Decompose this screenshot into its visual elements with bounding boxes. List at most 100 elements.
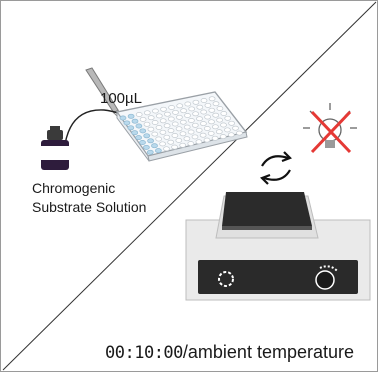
empty-well <box>163 134 171 140</box>
filled-well <box>135 123 143 129</box>
empty-well <box>175 126 183 132</box>
empty-well <box>171 133 179 138</box>
empty-well <box>155 136 163 142</box>
bottle-icon <box>41 126 69 170</box>
empty-well <box>236 130 243 136</box>
incubation-caption: 00:10:00/ambient temperature <box>105 342 354 363</box>
empty-well <box>147 115 155 121</box>
empty-well <box>155 113 163 119</box>
empty-well <box>163 146 170 152</box>
filled-well <box>139 140 146 145</box>
filled-well <box>146 149 154 155</box>
empty-well <box>180 108 187 114</box>
empty-well <box>212 124 219 130</box>
empty-well <box>187 129 195 135</box>
filled-well <box>151 143 158 149</box>
empty-well <box>168 105 175 110</box>
incubation-time: 00:10:00 <box>105 343 183 363</box>
empty-well <box>187 141 195 147</box>
empty-well <box>191 134 199 140</box>
empty-well <box>167 128 175 134</box>
empty-well <box>160 106 167 112</box>
empty-well <box>216 106 224 111</box>
empty-well <box>211 135 219 141</box>
empty-well <box>151 131 159 137</box>
incubation-condition: /ambient temperature <box>182 342 354 362</box>
empty-well <box>176 103 184 109</box>
empty-well <box>183 124 191 130</box>
empty-well <box>171 121 179 127</box>
empty-well <box>152 108 159 114</box>
empty-well <box>143 110 151 116</box>
empty-well <box>171 144 178 150</box>
empty-well <box>184 113 191 118</box>
filled-well <box>127 113 135 119</box>
volume-label: 100µL <box>100 90 143 107</box>
empty-well <box>220 122 227 128</box>
filled-well <box>143 144 150 150</box>
empty-well <box>176 114 183 120</box>
empty-well <box>196 104 204 110</box>
filled-well <box>135 135 142 141</box>
empty-well <box>200 121 207 127</box>
empty-well <box>155 125 163 130</box>
reagent-label-line-2: Substrate Solution <box>32 199 147 215</box>
plate-shaker-icon <box>185 192 371 301</box>
empty-well <box>175 137 183 143</box>
empty-well <box>208 96 216 102</box>
empty-well <box>203 137 211 143</box>
filled-well <box>119 115 127 121</box>
empty-well <box>163 123 171 129</box>
empty-well <box>200 98 208 103</box>
empty-well <box>167 116 175 122</box>
empty-well <box>159 141 166 147</box>
empty-well <box>224 127 231 133</box>
filled-well <box>143 133 151 139</box>
filled-well <box>131 118 139 124</box>
empty-well <box>172 109 179 115</box>
empty-well <box>184 101 192 107</box>
filled-well <box>123 120 131 126</box>
no-light-icon <box>303 103 357 154</box>
empty-well <box>191 122 199 128</box>
empty-well <box>192 99 200 105</box>
empty-well <box>208 119 215 125</box>
empty-well <box>188 118 195 123</box>
empty-well <box>183 136 191 142</box>
empty-well <box>215 129 223 135</box>
empty-well <box>212 112 220 118</box>
empty-well <box>220 111 228 116</box>
empty-well <box>204 102 212 108</box>
empty-well <box>228 120 235 126</box>
empty-well <box>179 131 187 137</box>
filled-well <box>147 138 154 144</box>
empty-well <box>188 106 196 112</box>
empty-well <box>147 126 155 132</box>
empty-well <box>164 111 171 117</box>
empty-well <box>159 118 167 124</box>
microplate-icon <box>115 91 248 162</box>
empty-well <box>192 111 199 117</box>
empty-well <box>232 125 239 131</box>
rotate-icon <box>260 151 292 185</box>
empty-well <box>227 132 235 138</box>
empty-well <box>216 117 223 123</box>
filled-well <box>131 130 139 136</box>
empty-well <box>135 112 143 117</box>
empty-well <box>143 121 151 127</box>
empty-well <box>204 114 211 120</box>
reagent-label-line-1: Chromogenic <box>32 180 116 196</box>
filled-well <box>139 128 147 134</box>
empty-well <box>200 109 208 115</box>
empty-well <box>179 119 187 125</box>
empty-well <box>203 126 211 131</box>
empty-well <box>207 130 215 136</box>
empty-well <box>151 120 159 125</box>
empty-well <box>224 115 232 121</box>
filled-well <box>127 125 135 131</box>
empty-well <box>195 139 203 145</box>
empty-well <box>219 134 227 140</box>
empty-well <box>179 142 187 148</box>
